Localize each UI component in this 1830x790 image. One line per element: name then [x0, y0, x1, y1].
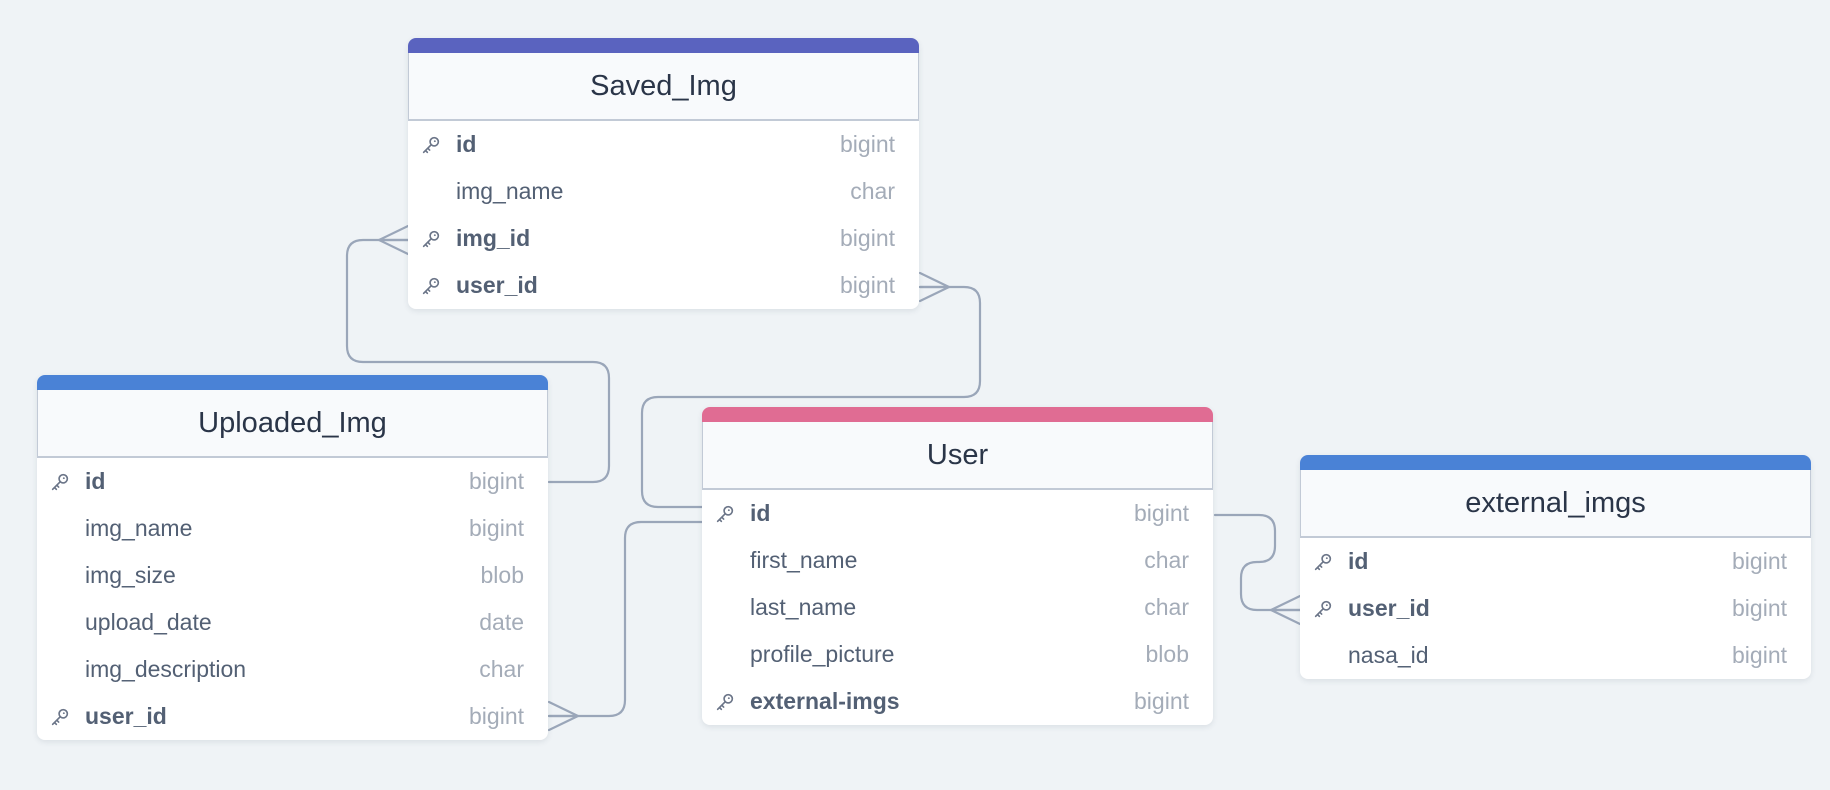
column-type: char: [1144, 547, 1189, 573]
column-name: upload_date: [85, 609, 212, 635]
crowfoot-external-imgs-user-id: [1269, 594, 1302, 626]
column-type: blob: [480, 562, 524, 588]
column-type: bigint: [1732, 595, 1787, 621]
column-row[interactable]: img_name bigint: [37, 505, 548, 552]
crowfoot-saved-img-img-id: [377, 224, 410, 256]
column-row[interactable]: last_name char: [702, 584, 1213, 631]
column-name: user_id: [456, 272, 538, 298]
column-name: img_name: [85, 515, 193, 541]
column-row[interactable]: first_name char: [702, 537, 1213, 584]
column-name: user_id: [1348, 595, 1430, 621]
table-accent-bar: [37, 375, 548, 390]
column-name: user_id: [85, 703, 167, 729]
key-slot: [714, 596, 750, 620]
column-name: id: [456, 131, 477, 157]
column-type: blob: [1145, 641, 1189, 667]
column-name: last_name: [750, 594, 857, 620]
column-type: bigint: [469, 515, 524, 541]
column-type: date: [479, 609, 524, 635]
key-slot: [714, 549, 750, 573]
key-icon: [420, 227, 456, 251]
key-icon: [420, 274, 456, 298]
table-accent-bar: [702, 407, 1213, 422]
column-row[interactable]: img_id bigint: [408, 215, 919, 262]
column-type: bigint: [1134, 500, 1189, 526]
column-row[interactable]: nasa_id bigint: [1300, 632, 1811, 679]
column-name: id: [85, 468, 106, 494]
column-row[interactable]: user_id bigint: [408, 262, 919, 309]
column-row[interactable]: external-imgs bigint: [702, 678, 1213, 725]
column-row[interactable]: img_description char: [37, 646, 548, 693]
key-icon: [420, 133, 456, 157]
table-title[interactable]: external_imgs: [1300, 470, 1811, 538]
table-title[interactable]: User: [702, 422, 1213, 490]
key-icon: [49, 470, 85, 494]
column-row[interactable]: id bigint: [408, 121, 919, 168]
relation-user-to-external-imgs: [1213, 513, 1302, 612]
column-type: bigint: [840, 131, 895, 157]
key-slot: [1312, 644, 1348, 668]
column-name: img_size: [85, 562, 176, 588]
key-icon: [49, 705, 85, 729]
key-slot: [49, 517, 85, 541]
key-icon: [1312, 550, 1348, 574]
column-type: bigint: [1134, 688, 1189, 714]
column-row[interactable]: upload_date date: [37, 599, 548, 646]
column-row[interactable]: id bigint: [37, 458, 548, 505]
column-name: id: [750, 500, 771, 526]
key-slot: [49, 611, 85, 635]
column-row[interactable]: id bigint: [1300, 538, 1811, 585]
column-row[interactable]: user_id bigint: [37, 693, 548, 740]
column-type: bigint: [1732, 548, 1787, 574]
column-type: char: [1144, 594, 1189, 620]
key-slot: [714, 643, 750, 667]
crowfoot-uploaded-img-user-id: [547, 700, 580, 732]
table-accent-bar: [1300, 455, 1811, 470]
key-slot: [49, 564, 85, 588]
column-row[interactable]: user_id bigint: [1300, 585, 1811, 632]
key-icon: [714, 690, 750, 714]
column-type: bigint: [840, 225, 895, 251]
column-row[interactable]: img_name char: [408, 168, 919, 215]
column-row[interactable]: profile_picture blob: [702, 631, 1213, 678]
column-name: nasa_id: [1348, 642, 1429, 668]
column-name: img_id: [456, 225, 531, 251]
column-type: char: [850, 178, 895, 204]
table-title[interactable]: Uploaded_Img: [37, 390, 548, 458]
column-name: img_description: [85, 656, 247, 682]
column-name: profile_picture: [750, 641, 895, 667]
column-name: external-imgs: [750, 688, 900, 714]
column-name: id: [1348, 548, 1369, 574]
key-slot: [49, 658, 85, 682]
column-row[interactable]: id bigint: [702, 490, 1213, 537]
crowfoot-saved-img-user-id: [918, 271, 951, 303]
column-type: bigint: [840, 272, 895, 298]
column-type: char: [479, 656, 524, 682]
table-accent-bar: [408, 38, 919, 53]
column-name: first_name: [750, 547, 858, 573]
column-type: bigint: [469, 468, 524, 494]
relation-user-to-uploaded-img: [547, 520, 704, 718]
key-icon: [714, 502, 750, 526]
column-row[interactable]: img_size blob: [37, 552, 548, 599]
column-type: bigint: [469, 703, 524, 729]
column-name: img_name: [456, 178, 564, 204]
key-icon: [1312, 597, 1348, 621]
key-slot: [420, 180, 456, 204]
column-type: bigint: [1732, 642, 1787, 668]
table-title[interactable]: Saved_Img: [408, 53, 919, 121]
